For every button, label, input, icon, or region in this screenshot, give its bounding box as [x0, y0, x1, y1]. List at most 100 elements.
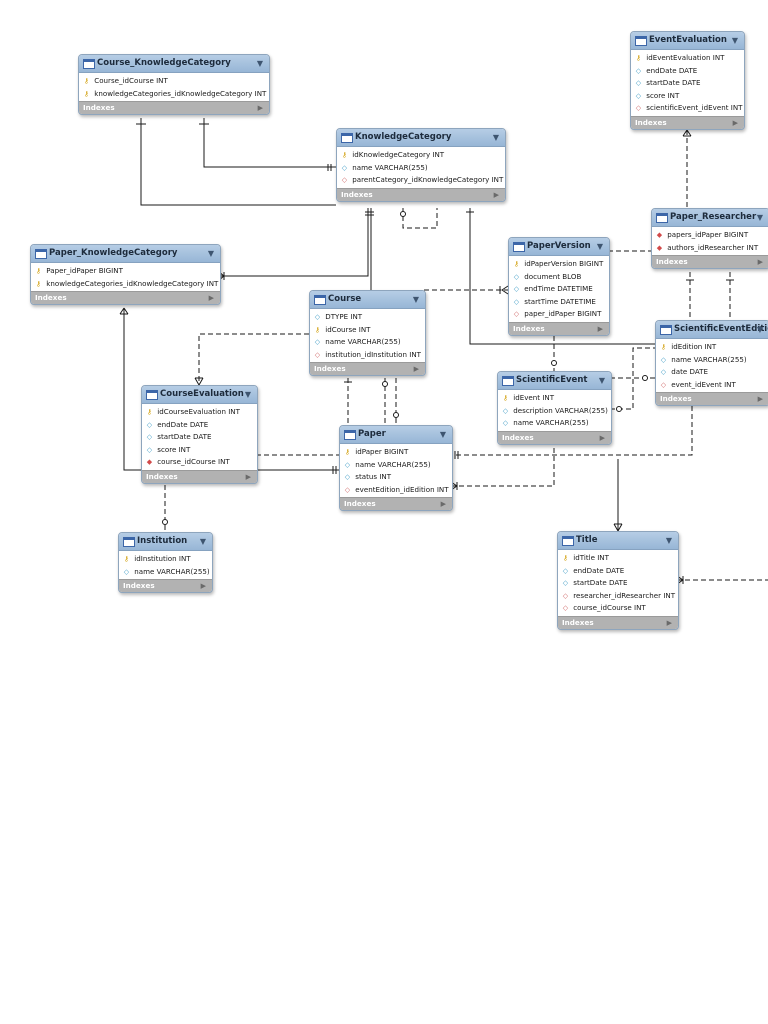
collapse-icon[interactable]: ▼ — [756, 213, 763, 222]
column-row[interactable]: ◆ authors_idResearcher INT — [652, 242, 768, 255]
table-header[interactable]: CourseEvaluation ▼ — [142, 386, 257, 404]
table-knowledgecategory[interactable]: KnowledgeCategory ▼ ⚷ idKnowledgeCategor… — [336, 128, 506, 202]
table-header[interactable]: Paper_Researcher ▼ — [652, 209, 768, 227]
column-row[interactable]: ⚷ Course_idCourse INT — [79, 75, 269, 88]
column-row[interactable]: ⚷ idEdition INT — [656, 341, 768, 354]
table-eventevaluation[interactable]: EventEvaluation ▼ ⚷ idEventEvaluation IN… — [630, 31, 745, 130]
collapse-icon[interactable]: ▼ — [244, 390, 251, 399]
column-row[interactable]: ◇ document BLOB — [509, 271, 609, 284]
column-row[interactable]: ◇ startDate DATE — [631, 77, 744, 90]
expand-arrow-icon[interactable]: ▶ — [597, 324, 603, 333]
column-row[interactable]: ⚷ idEvent INT — [498, 392, 611, 405]
collapse-icon[interactable]: ▼ — [207, 249, 214, 258]
table-header[interactable]: EventEvaluation ▼ — [631, 32, 744, 50]
indexes-row[interactable]: Indexes ▶ — [119, 579, 212, 593]
indexes-row[interactable]: Indexes ▶ — [656, 392, 768, 406]
column-row[interactable]: ◆ papers_idPaper BIGINT — [652, 229, 768, 242]
collapse-icon[interactable]: ▼ — [731, 36, 738, 45]
column-row[interactable]: ◇ status INT — [340, 471, 452, 484]
collapse-icon[interactable]: ▼ — [756, 325, 763, 334]
column-row[interactable]: ◇ date DATE — [656, 366, 768, 379]
expand-arrow-icon[interactable]: ▶ — [732, 118, 738, 127]
table-header[interactable]: Title ▼ — [558, 532, 678, 550]
column-row[interactable]: ◇ endDate DATE — [558, 565, 678, 578]
expand-arrow-icon[interactable]: ▶ — [666, 618, 672, 627]
collapse-icon[interactable]: ▼ — [439, 430, 446, 439]
column-row[interactable]: ◇ parentCategory_idKnowledgeCategory INT — [337, 174, 505, 187]
column-row[interactable]: ◇ DTYPE INT — [310, 311, 425, 324]
indexes-row[interactable]: Indexes ▶ — [498, 430, 611, 444]
column-row[interactable]: ◇ name VARCHAR(255) — [310, 336, 425, 349]
column-row[interactable]: ◇ name VARCHAR(255) — [498, 417, 611, 430]
table-header[interactable]: Course_KnowledgeCategory ▼ — [79, 55, 269, 73]
column-row[interactable]: ◇ startTime DATETIME — [509, 296, 609, 309]
column-row[interactable]: ◇ eventEdition_idEdition INT — [340, 484, 452, 497]
table-header[interactable]: ScientificEventEdition ▼ — [656, 321, 768, 339]
expand-arrow-icon[interactable]: ▶ — [757, 395, 763, 404]
column-row[interactable]: ◇ endDate DATE — [631, 65, 744, 78]
indexes-row[interactable]: Indexes ▶ — [31, 291, 220, 305]
column-row[interactable]: ⚷ idPaper BIGINT — [340, 446, 452, 459]
table-header[interactable]: Paper ▼ — [340, 426, 452, 444]
indexes-row[interactable]: Indexes ▶ — [79, 101, 269, 115]
column-row[interactable]: ◇ score INT — [631, 90, 744, 103]
column-row[interactable]: ◆ course_idCourse INT — [142, 456, 257, 469]
column-row[interactable]: ⚷ knowledgeCategories_idKnowledgeCategor… — [31, 278, 220, 291]
column-row[interactable]: ◇ description VARCHAR(255) — [498, 405, 611, 418]
indexes-row[interactable]: Indexes ▶ — [142, 469, 257, 483]
column-row[interactable]: ◇ endTime DATETIME — [509, 283, 609, 296]
expand-arrow-icon[interactable]: ▶ — [757, 258, 763, 267]
indexes-row[interactable]: Indexes ▶ — [340, 497, 452, 511]
column-row[interactable]: ◇ paper_idPaper BIGINT — [509, 308, 609, 321]
expand-arrow-icon[interactable]: ▶ — [440, 500, 446, 509]
column-row[interactable]: ◇ institution_idInstitution INT — [310, 349, 425, 362]
column-row[interactable]: ⚷ idKnowledgeCategory INT — [337, 149, 505, 162]
table-paper_researcher[interactable]: Paper_Researcher ▼ ◆ papers_idPaper BIGI… — [651, 208, 768, 270]
expand-arrow-icon[interactable]: ▶ — [257, 104, 263, 113]
collapse-icon[interactable]: ▼ — [199, 537, 206, 546]
column-row[interactable]: ⚷ idEventEvaluation INT — [631, 52, 744, 65]
collapse-icon[interactable]: ▼ — [598, 376, 605, 385]
indexes-row[interactable]: Indexes ▶ — [652, 255, 768, 269]
collapse-icon[interactable]: ▼ — [256, 59, 263, 68]
expand-arrow-icon[interactable]: ▶ — [245, 472, 251, 481]
expand-arrow-icon[interactable]: ▶ — [599, 433, 605, 442]
table-institution[interactable]: Institution ▼ ⚷ idInstitution INT ◇ name… — [118, 532, 213, 594]
table-header[interactable]: Course ▼ — [310, 291, 425, 309]
indexes-row[interactable]: Indexes ▶ — [310, 362, 425, 376]
column-row[interactable]: ◇ score INT — [142, 444, 257, 457]
collapse-icon[interactable]: ▼ — [492, 133, 499, 142]
column-row[interactable]: ⚷ idTitle INT — [558, 552, 678, 565]
column-row[interactable]: ◇ startDate DATE — [558, 577, 678, 590]
column-row[interactable]: ⚷ idCourse INT — [310, 324, 425, 337]
column-row[interactable]: ◇ name VARCHAR(255) — [337, 162, 505, 175]
column-row[interactable]: ⚷ Paper_idPaper BIGINT — [31, 265, 220, 278]
table-paper[interactable]: Paper ▼ ⚷ idPaper BIGINT ◇ name VARCHAR(… — [339, 425, 453, 512]
column-row[interactable]: ◇ event_idEvent INT — [656, 379, 768, 392]
table-courseevaluation[interactable]: CourseEvaluation ▼ ⚷ idCourseEvaluation … — [141, 385, 258, 484]
column-row[interactable]: ◇ name VARCHAR(255) — [119, 566, 212, 579]
column-row[interactable]: ◇ startDate DATE — [142, 431, 257, 444]
indexes-row[interactable]: Indexes ▶ — [509, 321, 609, 335]
expand-arrow-icon[interactable]: ▶ — [413, 365, 419, 374]
indexes-row[interactable]: Indexes ▶ — [631, 115, 744, 129]
column-row[interactable]: ⚷ idInstitution INT — [119, 553, 212, 566]
indexes-row[interactable]: Indexes ▶ — [337, 187, 505, 201]
expand-arrow-icon[interactable]: ▶ — [493, 190, 499, 199]
table-header[interactable]: KnowledgeCategory ▼ — [337, 129, 505, 147]
column-row[interactable]: ◇ name VARCHAR(255) — [340, 459, 452, 472]
column-row[interactable]: ◇ endDate DATE — [142, 419, 257, 432]
table-course_knowledgecategory[interactable]: Course_KnowledgeCategory ▼ ⚷ Course_idCo… — [78, 54, 270, 116]
column-row[interactable]: ◇ researcher_idResearcher INT — [558, 590, 678, 603]
expand-arrow-icon[interactable]: ▶ — [200, 582, 206, 591]
table-scientificeventedition[interactable]: ScientificEventEdition ▼ ⚷ idEdition INT… — [655, 320, 768, 407]
collapse-icon[interactable]: ▼ — [596, 242, 603, 251]
table-header[interactable]: ScientificEvent ▼ — [498, 372, 611, 390]
table-paperversion[interactable]: PaperVersion ▼ ⚷ idPaperVersion BIGINT ◇… — [508, 237, 610, 336]
column-row[interactable]: ◇ name VARCHAR(255) — [656, 354, 768, 367]
table-course[interactable]: Course ▼ ◇ DTYPE INT ⚷ idCourse INT ◇ na… — [309, 290, 426, 377]
table-header[interactable]: Paper_KnowledgeCategory ▼ — [31, 245, 220, 263]
expand-arrow-icon[interactable]: ▶ — [208, 294, 214, 303]
table-paper_knowledgecategory[interactable]: Paper_KnowledgeCategory ▼ ⚷ Paper_idPape… — [30, 244, 221, 306]
column-row[interactable]: ⚷ knowledgeCategories_idKnowledgeCategor… — [79, 88, 269, 101]
